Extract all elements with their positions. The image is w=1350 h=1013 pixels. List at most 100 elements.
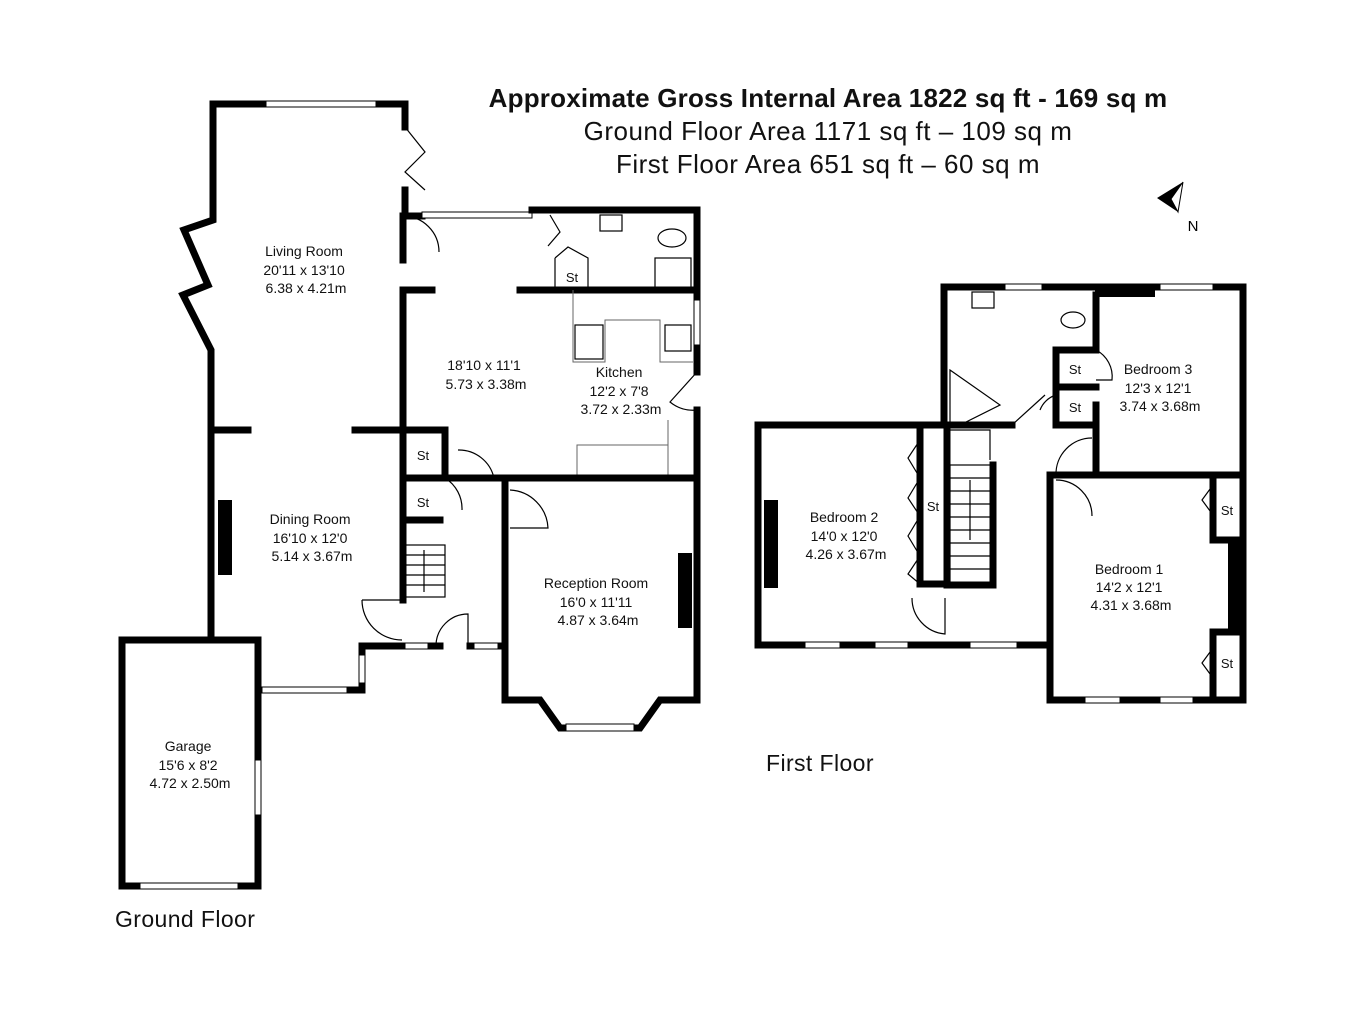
header: Approximate Gross Internal Area 1822 sq … <box>0 82 1350 181</box>
bedroom2-label: Bedroom 2 14'0 x 12'0 4.26 x 3.67m <box>806 509 887 562</box>
store-label: St <box>417 495 430 510</box>
bedroom1-label: Bedroom 1 14'2 x 12'1 4.31 x 3.68m <box>1091 561 1172 613</box>
sink-icon <box>664 324 692 352</box>
first-floor-plan: Bedroom 3 12'3 x 12'1 3.74 x 3.68m Bedro… <box>754 283 1247 704</box>
reception-room-metric: 4.87 x 3.64m <box>558 612 639 628</box>
hall-window-2 <box>473 642 499 650</box>
wardrobe-doors <box>907 439 921 585</box>
store-cupboard <box>554 246 589 291</box>
back-door-swing <box>669 371 698 411</box>
bedroom2-metric: 4.26 x 3.67m <box>806 546 887 562</box>
kitchen-label: Kitchen 12'2 x 7'8 3.72 x 2.33m <box>581 364 662 417</box>
open-plan-metric: 5.73 x 3.38m <box>446 376 527 392</box>
bedroom1-imperial: 14'2 x 12'1 <box>1096 579 1163 595</box>
fireplace-icon <box>218 500 232 575</box>
dining-side-window <box>358 654 366 684</box>
garage-name: Garage <box>165 738 212 754</box>
bay-window-left <box>542 703 558 725</box>
reception-room-name: Reception Room <box>544 575 648 591</box>
open-plan-imperial: 18'10 x 11'1 <box>447 357 521 373</box>
hall-window-1 <box>404 642 432 650</box>
living-room-name: Living Room <box>265 243 343 259</box>
basin-icon <box>599 214 623 232</box>
stairs-icon <box>402 544 446 598</box>
living-room-west-wall <box>178 100 217 644</box>
kitchen-metric: 3.72 x 2.33m <box>581 401 662 417</box>
bath-icon <box>949 368 1002 426</box>
bay-window-front <box>565 723 635 732</box>
landing-window <box>969 641 1021 649</box>
bedroom3-metric: 3.74 x 3.68m <box>1120 398 1201 414</box>
wardrobe-2-door <box>1201 647 1214 679</box>
store-label: St <box>1221 503 1234 518</box>
stairs-icon <box>949 429 993 584</box>
bifold-door <box>404 126 426 191</box>
dining-room-name: Dining Room <box>270 511 351 527</box>
bedroom2-imperial: 14'0 x 12'0 <box>811 528 878 544</box>
bathroom-door <box>1011 394 1046 426</box>
bedroom3-label: Bedroom 3 12'3 x 12'1 3.74 x 3.68m <box>1120 361 1201 414</box>
bedroom2-door <box>911 597 946 635</box>
bedroom1-name: Bedroom 1 <box>1095 561 1164 577</box>
living-room-label: Living Room 20'11 x 13'10 6.38 x 4.21m <box>263 243 348 296</box>
front-door-swing <box>435 613 469 647</box>
bedroom2-window-2 <box>874 641 912 649</box>
ground-floor-area: Ground Floor Area 1171 sq ft – 109 sq m <box>583 116 1073 146</box>
main-title: Approximate Gross Internal Area 1822 sq … <box>488 83 1168 113</box>
reception-fireplace-icon <box>678 553 692 628</box>
store-label: St <box>1221 656 1234 671</box>
kitchen-window <box>693 299 701 346</box>
first-floor-area: First Floor Area 651 sq ft – 60 sq m <box>615 149 1041 179</box>
bay-window-right <box>642 703 658 725</box>
garage-window <box>254 759 262 816</box>
store-label: St <box>566 270 579 285</box>
store-door <box>1095 349 1113 381</box>
bedroom1-metric: 4.31 x 3.68m <box>1091 597 1172 613</box>
garage-label: Garage 15'6 x 8'2 4.72 x 2.50m <box>150 738 231 791</box>
dining-room-imperial: 16'10 x 12'0 <box>273 530 348 546</box>
bathroom-window <box>1004 283 1046 291</box>
kitchen-sliding-door <box>421 211 533 219</box>
bedroom3-imperial: 12'3 x 12'1 <box>1125 380 1192 396</box>
basin-icon <box>971 291 995 309</box>
ground-floor-plan: Living Room 20'11 x 13'10 6.38 x 4.21m 1… <box>118 100 701 890</box>
shower-tray-icon <box>654 257 692 289</box>
living-room-window <box>265 100 377 108</box>
reception-room-label: Reception Room 16'0 x 11'11 4.87 x 3.64m <box>544 575 652 628</box>
utility-door <box>547 214 561 247</box>
store-door-2 <box>1039 394 1057 411</box>
dining-window <box>261 686 351 694</box>
bedroom1-window-2 <box>1159 696 1197 704</box>
ground-floor-label: Ground Floor <box>115 906 256 932</box>
kitchen-name: Kitchen <box>596 364 643 380</box>
garage-metric: 4.72 x 2.50m <box>150 775 231 791</box>
dining-room-label: Dining Room 16'10 x 12'0 5.14 x 3.67m <box>270 511 355 564</box>
garage-door <box>139 882 239 890</box>
kitchen-island-outline <box>576 444 668 478</box>
bedroom1-window-1 <box>1084 696 1124 704</box>
living-room-metric: 6.38 x 4.21m <box>266 280 347 296</box>
open-plan-label: 18'10 x 11'1 5.73 x 3.38m <box>446 357 527 392</box>
bedroom2-chimney <box>764 500 778 588</box>
door-swing <box>402 215 440 253</box>
reception-door-swing <box>509 489 549 529</box>
kitchen-imperial: 12'2 x 7'8 <box>590 383 649 399</box>
bedroom1-chimney <box>1228 540 1242 630</box>
bedroom3-door <box>1055 437 1093 476</box>
compass-north-label: N <box>1188 218 1199 235</box>
reception-room-imperial: 16'0 x 11'11 <box>560 594 633 610</box>
dining-room-metric: 5.14 x 3.67m <box>272 548 353 564</box>
bedroom2-window-1 <box>804 641 844 649</box>
store-label: St <box>1069 400 1082 415</box>
hob-icon <box>574 324 604 360</box>
bedroom2-name: Bedroom 2 <box>810 509 879 525</box>
chimney-breast <box>1095 285 1155 297</box>
bedroom3-window <box>1159 283 1217 291</box>
compass-icon: N <box>1157 181 1199 235</box>
first-floor-label: First Floor <box>766 750 874 776</box>
wardrobe-1-door <box>1201 484 1214 516</box>
toilet-icon <box>1060 311 1086 329</box>
bedroom3-name: Bedroom 3 <box>1124 361 1193 377</box>
bedroom1-door <box>1055 479 1093 517</box>
